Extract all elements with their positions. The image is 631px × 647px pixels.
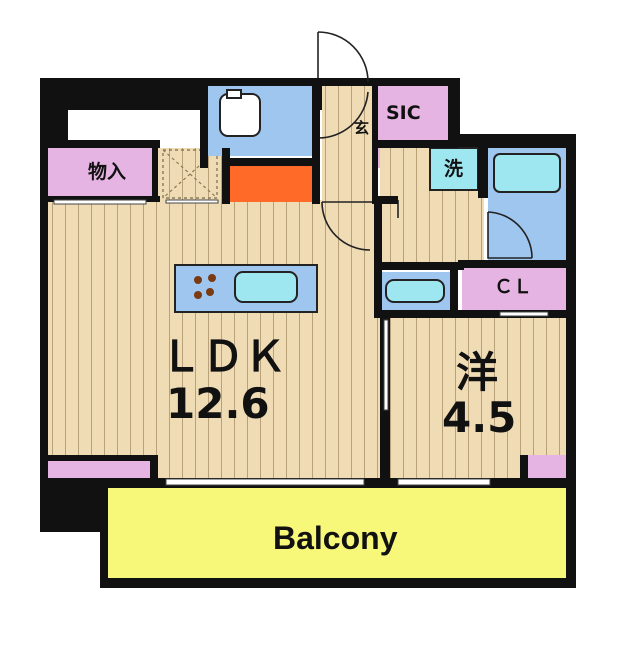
- balcony-label: Balcony: [273, 520, 398, 556]
- western-room-floor: [390, 318, 566, 478]
- laundry-label: 洗: [444, 158, 464, 180]
- bathtub-icon: [493, 153, 561, 193]
- entrance-label: 玄: [354, 119, 370, 137]
- kitchen-counter: [230, 166, 312, 202]
- ldk-size-label: 12.6: [166, 379, 270, 428]
- ldk-name-label: ＬＤＫ: [160, 332, 287, 381]
- kitchen-island: [174, 264, 318, 313]
- window-strips: [53, 199, 549, 486]
- closet-label: ＣＬ: [494, 276, 533, 298]
- ldk-door: [321, 201, 372, 251]
- storage-label: 物入: [88, 161, 127, 183]
- closet-cl: [462, 268, 566, 310]
- toilet-icon: [219, 89, 261, 137]
- sic-label: SIC: [386, 102, 421, 124]
- western-size-label: 4.5: [442, 393, 517, 442]
- ldk-floor: [48, 200, 380, 478]
- bath-door: [487, 211, 533, 259]
- storage-closet: [48, 148, 152, 200]
- balcony-floor: [108, 488, 566, 578]
- western-name-label: 洋: [456, 348, 499, 397]
- western-corner-storage: [528, 455, 566, 478]
